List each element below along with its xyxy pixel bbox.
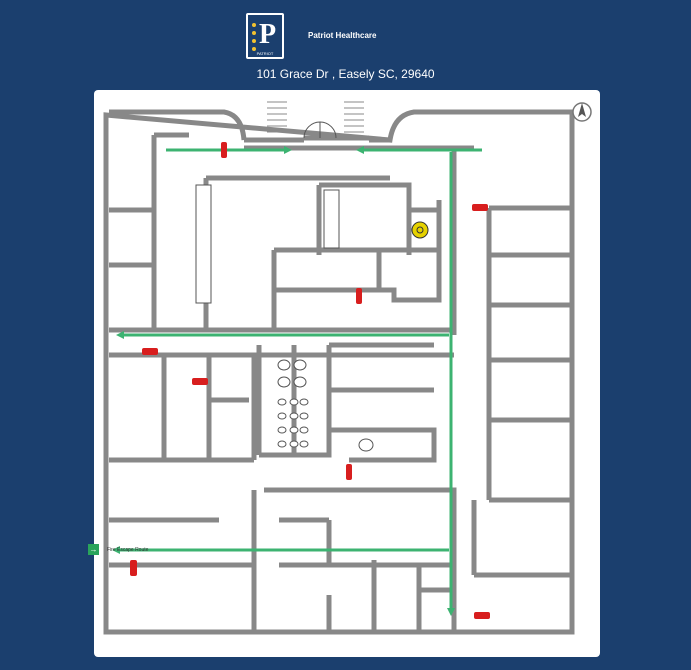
- emergency-exit-icon: →: [88, 544, 99, 555]
- fire-extinguishers: [130, 142, 490, 619]
- route-arrows: [112, 146, 455, 616]
- floor-plan-sheet: [94, 90, 600, 657]
- fire-extinguisher-icon: [130, 560, 137, 576]
- facility-address: 101 Grace Dr , Easely SC, 29640: [256, 67, 435, 81]
- fire-extinguisher-icon: [142, 348, 158, 355]
- biohazard-icon: [411, 221, 429, 239]
- map-legend: → Fire Escape Route: [88, 544, 148, 555]
- main-entrance-doors: [303, 121, 337, 139]
- fire-extinguisher-icon: [472, 204, 488, 211]
- company-logo: P PATRIOT: [246, 13, 284, 59]
- fire-extinguisher-icon: [474, 612, 490, 619]
- lab-bench-left: [195, 184, 212, 304]
- logo-letter: P: [259, 19, 276, 50]
- restroom-fixtures: [277, 359, 374, 452]
- fire-extinguisher-icon: [192, 378, 208, 385]
- stairs-left: [267, 101, 287, 133]
- floor-plan-walls: [103, 109, 575, 635]
- logo-caption: PATRIOT: [257, 51, 274, 56]
- floor-plan: [103, 101, 592, 635]
- north-compass-icon: [572, 102, 592, 122]
- company-name: Patriot Healthcare: [308, 31, 377, 40]
- lab-bench-middle: [323, 189, 340, 249]
- stairs-right: [344, 101, 364, 133]
- fire-extinguisher-icon: [356, 288, 362, 304]
- fire-extinguisher-icon: [221, 142, 227, 158]
- legend-label: Fire Escape Route: [107, 546, 149, 553]
- fire-extinguisher-icon: [346, 464, 352, 480]
